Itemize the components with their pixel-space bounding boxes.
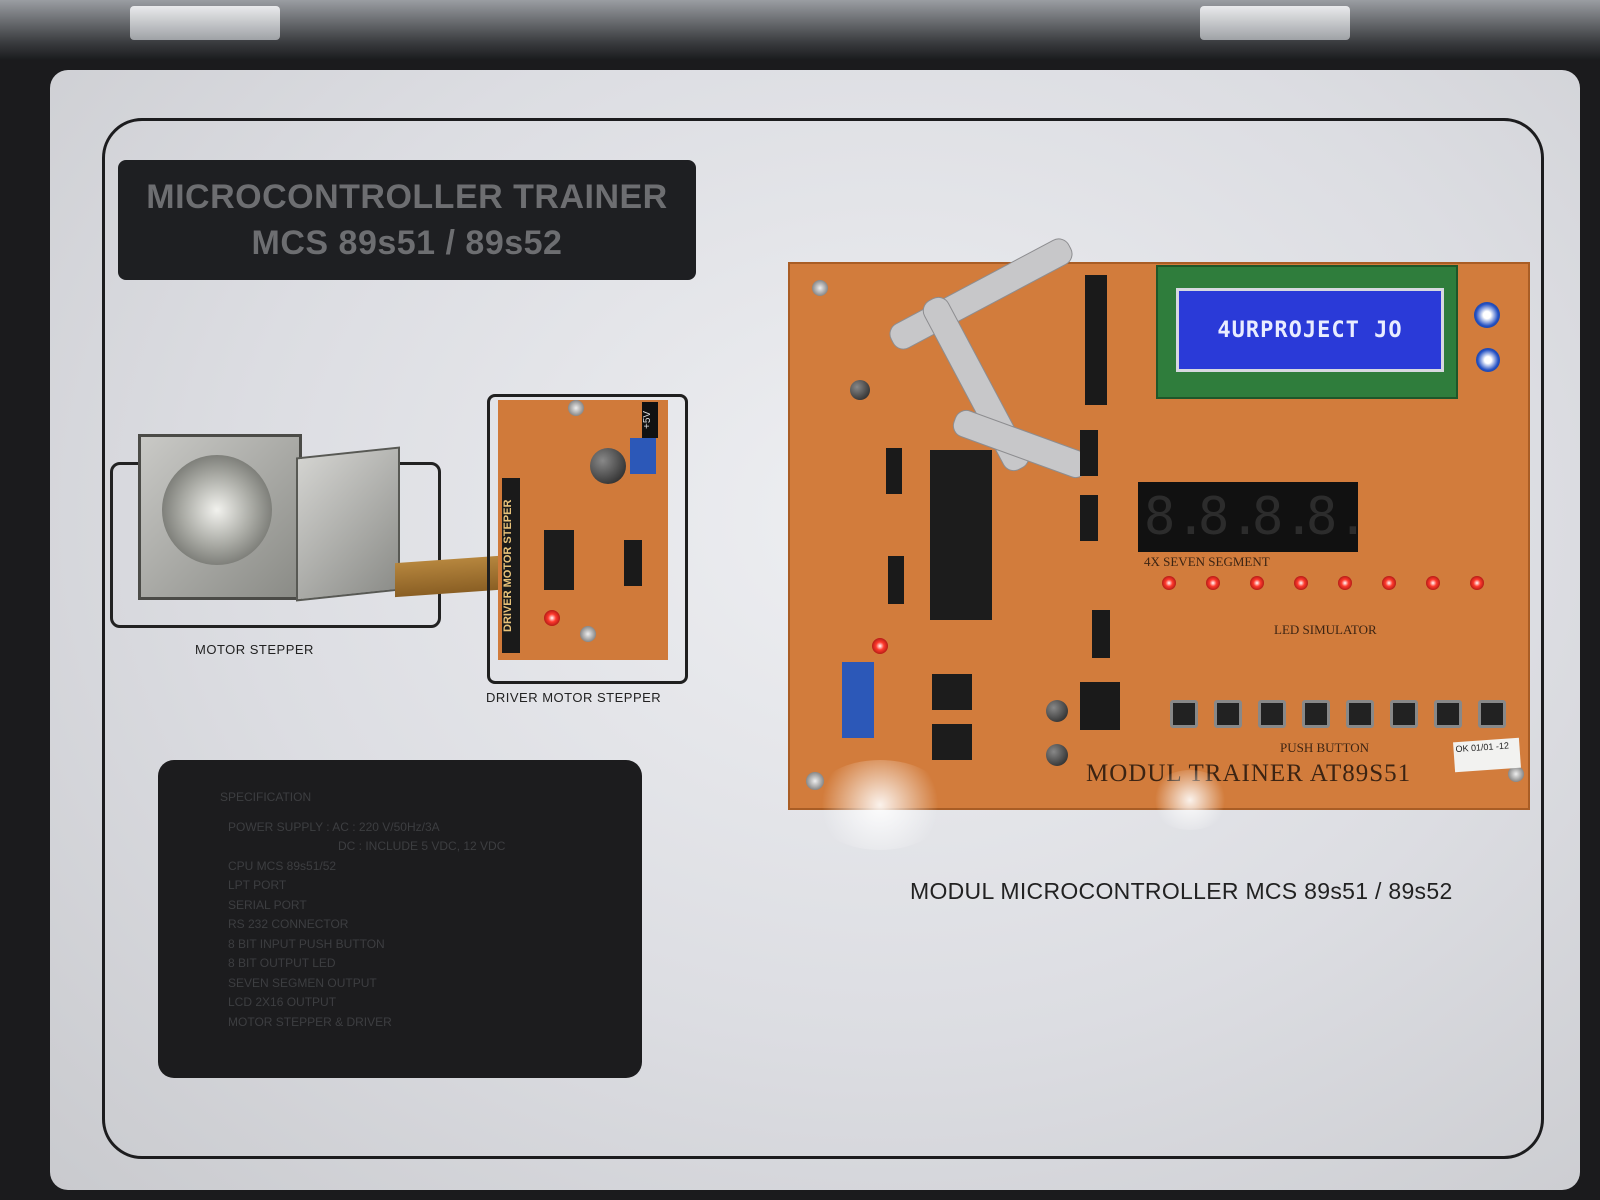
push-button[interactable] (1346, 700, 1374, 728)
motor-bracket (296, 446, 400, 602)
inspection-note: OK 01/01 -12 (1453, 737, 1521, 773)
title-line-2: MCS 89s51 / 89s52 (251, 224, 563, 262)
spec-line: CPU MCS 89s51/52 (228, 858, 337, 873)
header-connector (886, 448, 902, 494)
spec-line: LPT PORT (228, 878, 287, 892)
push-button[interactable] (1302, 700, 1330, 728)
driver-ic (544, 530, 574, 590)
board-capacitor (1046, 744, 1068, 766)
spec-line: SERIAL PORT (228, 897, 307, 912)
spec-line: LCD 2X16 OUTPUT (228, 995, 337, 1009)
push-button[interactable] (1434, 700, 1462, 728)
motor-shaft (162, 455, 272, 565)
driver-led (544, 610, 560, 626)
driver-capacitor (590, 448, 626, 484)
light-reflection (810, 760, 950, 850)
seven-segment-label: 4X SEVEN SEGMENT (1144, 554, 1270, 569)
push-button[interactable] (1170, 700, 1198, 728)
seven-segment-display: 8. 8. 8. 8. (1138, 482, 1369, 552)
led-simulator-led (1470, 576, 1484, 590)
driver-screw-top (568, 400, 584, 416)
board-capacitor (1046, 700, 1068, 722)
led-simulator-led (1382, 576, 1396, 590)
spec-line: DC : INCLUDE 5 VDC, 12 VDC (338, 839, 506, 853)
driver-header (624, 540, 642, 586)
push-button[interactable] (1214, 700, 1242, 728)
hinge-left (130, 6, 280, 40)
push-button[interactable] (1390, 700, 1418, 728)
driver-motor-stepper-label: DRIVER MOTOR STEPPER (486, 690, 662, 705)
header-connector (1085, 275, 1107, 405)
board-screw (812, 280, 828, 296)
trainer-panel: MICROCONTROLLER TRAINER MCS 89s51 / 89s5… (50, 70, 1580, 1190)
led-simulator-led (1250, 576, 1264, 590)
case-lid (0, 0, 1600, 60)
lcd-screen: 4URPROJECT JO (1176, 288, 1444, 372)
seven-segment-digit: 8. (1306, 487, 1369, 547)
board-screw (1508, 766, 1524, 782)
board-capacitor (850, 380, 870, 400)
spec-line: 8 BIT INPUT PUSH BUTTON (228, 936, 385, 951)
specification-plate: SPECIFICATION POWER SUPPLY : AC : 220 V/… (158, 760, 642, 1078)
driver-outline (487, 394, 688, 684)
led-simulator-row (1162, 576, 1492, 592)
board-title: MODUL TRAINER AT89S51 (1086, 760, 1412, 787)
led-simulator-led (1338, 576, 1352, 590)
header-connector (1080, 682, 1120, 730)
header-connector (888, 556, 904, 604)
push-button[interactable] (1258, 700, 1286, 728)
led-simulator-led (1162, 576, 1176, 590)
push-button-label: PUSH BUTTON (1280, 740, 1369, 755)
motor-stepper-label: MOTOR STEPPER (195, 642, 314, 657)
led-simulator-led (1426, 576, 1440, 590)
module-label: MODUL MICROCONTROLLER MCS 89s51 / 89s52 (910, 878, 1453, 904)
panel-frame (102, 118, 1544, 1159)
power-led (872, 638, 888, 654)
driver-screw-bottom (580, 626, 596, 642)
push-button-row (1170, 700, 1510, 730)
seven-segment-digit: 8. (1252, 487, 1315, 547)
microcontroller-ic (930, 450, 992, 620)
header-connector (1080, 495, 1098, 541)
seven-segment-digit: 8. (1198, 487, 1261, 547)
seven-segment-digit: 8. (1144, 487, 1207, 547)
hinge-right (1200, 6, 1350, 40)
header-connector (1092, 610, 1110, 658)
spec-line: SEVEN SEGMEN OUTPUT (228, 975, 377, 990)
regulator (932, 724, 972, 760)
spec-line: 8 BIT OUTPUT LED (228, 956, 336, 970)
contrast-potentiometer[interactable] (1474, 302, 1500, 328)
spec-heading: SPECIFICATION (220, 790, 312, 804)
push-button[interactable] (1478, 700, 1506, 728)
brightness-potentiometer[interactable] (1476, 348, 1500, 372)
power-terminal (842, 662, 874, 738)
header-connector (1080, 430, 1098, 476)
spec-line: MOTOR STEPPER & DRIVER (228, 1014, 392, 1029)
title-plate: MICROCONTROLLER TRAINER MCS 89s51 / 89s5… (118, 160, 696, 280)
title-line-1: MICROCONTROLLER TRAINER (146, 178, 668, 216)
led-simulator-label: LED SIMULATOR (1274, 622, 1377, 637)
spec-line: POWER SUPPLY : AC : 220 V/50Hz/3A (228, 819, 440, 834)
spec-line: RS 232 CONNECTOR (228, 917, 349, 931)
light-reflection (1150, 770, 1230, 830)
plus5v-label: +5V (642, 402, 658, 438)
led-simulator-led (1294, 576, 1308, 590)
driver-terminal (630, 438, 656, 474)
driver-board-label: DRIVER MOTOR STEPER (502, 478, 520, 653)
regulator (932, 674, 972, 710)
led-simulator-led (1206, 576, 1220, 590)
